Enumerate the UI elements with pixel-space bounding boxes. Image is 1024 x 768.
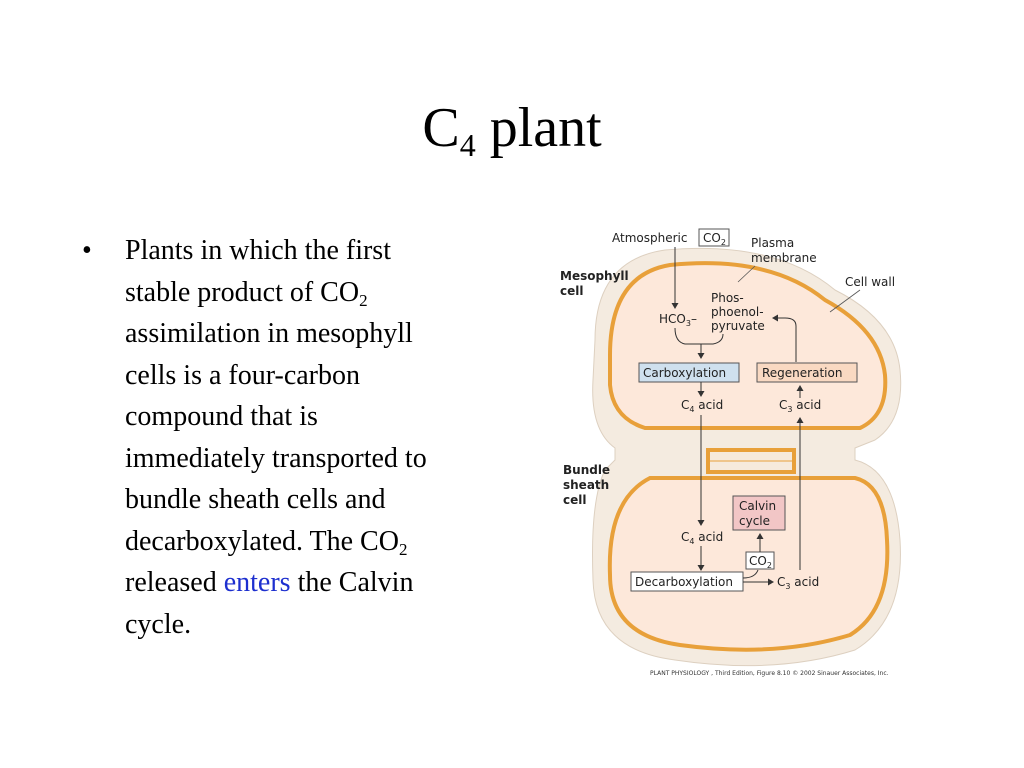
svg-text:CO2: CO2 — [703, 231, 726, 247]
svg-text:sheath: sheath — [563, 478, 609, 492]
mesophyll-label: Mesophyll — [560, 269, 629, 283]
regeneration-box — [756, 362, 858, 383]
plasma-label: Plasma — [751, 236, 794, 250]
atmospheric-label: Atmospheric — [612, 231, 687, 245]
hco3-label: HCO3– — [659, 312, 697, 328]
pep-label: Phos- — [711, 291, 744, 305]
calvin-cycle-box — [732, 495, 786, 531]
bullet-marker: • — [82, 235, 92, 266]
svg-text:phoenol-: phoenol- — [711, 305, 764, 319]
regeneration-label: Regeneration — [762, 366, 842, 380]
figure-credit: PLANT PHYSIOLOGY , Third Edition, Figure… — [650, 670, 889, 677]
svg-text:cell: cell — [560, 284, 583, 298]
bullet-text: Plants in which the first stable product… — [125, 235, 427, 640]
c3-acid-mesophyll: C3 acid — [779, 398, 821, 414]
svg-text:CO2: CO2 — [749, 554, 772, 570]
atmospheric-co2-box — [698, 228, 730, 247]
mesophyll-cytoplasm — [608, 261, 888, 430]
svg-text:membrane: membrane — [751, 251, 817, 265]
slide-title: C4 plant — [422, 97, 602, 163]
c3-acid-bundle: C3 acid — [777, 575, 819, 591]
bundle-sheath-label: Bundle — [563, 463, 610, 477]
carboxylation-label: Carboxylation — [643, 366, 726, 380]
svg-text:pyruvate: pyruvate — [711, 319, 765, 333]
c4-acid-mesophyll: C4 acid — [681, 398, 723, 414]
svg-text:cell: cell — [563, 493, 586, 507]
c4-acid-bundle: C4 acid — [681, 530, 723, 546]
svg-text:cycle: cycle — [739, 514, 770, 528]
decarboxylation-label: Decarboxylation — [635, 575, 733, 589]
carboxylation-box — [638, 362, 740, 383]
c4-pathway-diagram: Atmospheric CO2 Plasma membrane Mesophyl… — [560, 228, 902, 677]
calvin-label: Calvin — [739, 499, 776, 513]
enters-link[interactable]: enters — [223, 567, 291, 598]
cell-wall-label: Cell wall — [845, 275, 895, 289]
